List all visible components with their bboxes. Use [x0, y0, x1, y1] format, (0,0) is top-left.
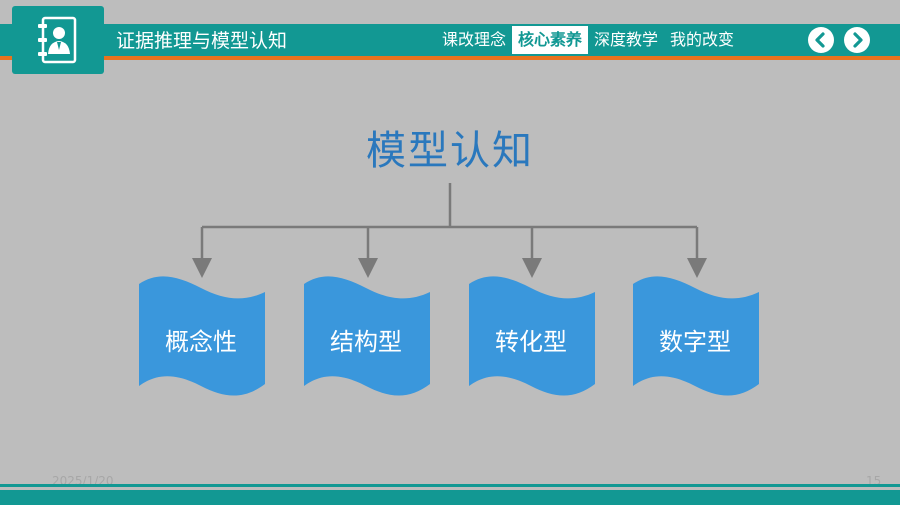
diagram-node-structural: 结构型 — [303, 276, 433, 400]
header-bar — [0, 24, 900, 56]
wave-box-shape — [469, 276, 595, 396]
tab-deep-teaching[interactable]: 深度教学 — [594, 30, 659, 49]
footer-line-thin — [0, 484, 900, 487]
prev-button[interactable] — [808, 27, 834, 53]
node-label: 转化型 — [495, 328, 567, 356]
chevron-left-icon — [815, 32, 825, 48]
contact-book-icon — [38, 16, 77, 64]
tab-core-literacy[interactable]: 核心素养 — [512, 26, 589, 54]
wave-box-shape — [304, 276, 430, 396]
diagram-node-transformational: 转化型 — [468, 276, 598, 400]
diagram-title: 模型认知 — [366, 128, 534, 174]
node-label: 数字型 — [659, 328, 731, 356]
next-button[interactable] — [844, 27, 870, 53]
nav-tabs: 课改理念 核心素养 深度教学 我的改变 — [436, 26, 740, 54]
wave-box-shape — [633, 276, 759, 396]
chevron-right-icon — [853, 32, 863, 48]
diagram-node-numerical: 数字型 — [632, 276, 762, 400]
header-accent-line — [0, 56, 900, 60]
tab-curriculum-reform[interactable]: 课改理念 — [442, 30, 507, 49]
logo-icon-box — [12, 6, 104, 74]
node-label: 结构型 — [330, 328, 402, 356]
tab-my-changes[interactable]: 我的改变 — [670, 30, 735, 49]
wave-box-shape — [139, 276, 265, 396]
diagram-node-conceptual: 概念性 — [138, 276, 268, 400]
node-label: 概念性 — [165, 328, 237, 356]
footer-bar — [0, 490, 900, 505]
site-title: 证据推理与模型认知 — [116, 30, 288, 52]
